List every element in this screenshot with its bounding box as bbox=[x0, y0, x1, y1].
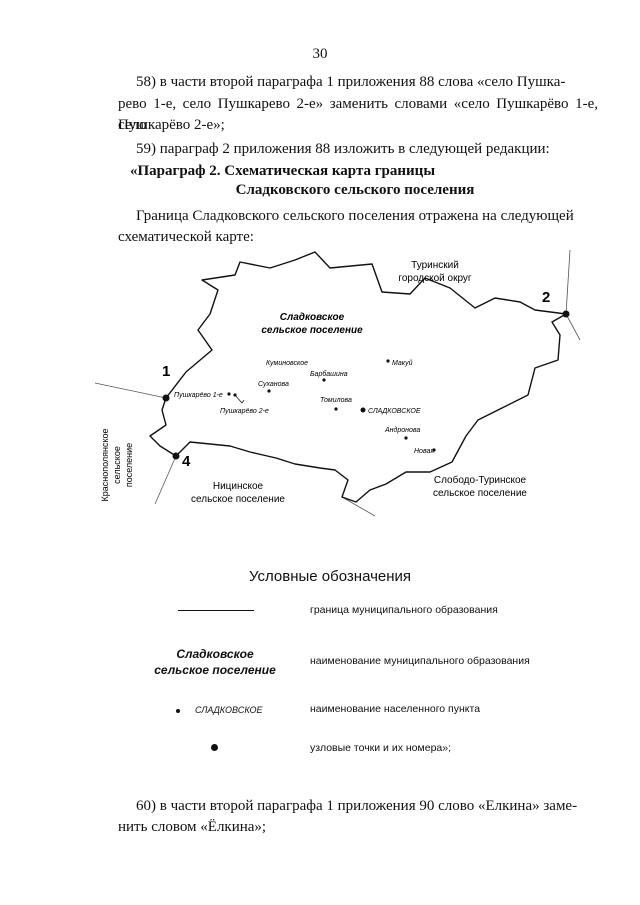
settlement-tomilova-label: Томилова bbox=[320, 397, 352, 404]
main-area-label-line2: сельское поселение bbox=[261, 325, 363, 336]
settlement-makuy-label: Макуй bbox=[392, 359, 413, 367]
section-heading-line1: «Параграф 2. Схематическая карта границы bbox=[130, 163, 436, 179]
intro-line1: Граница Сладковского сельского поселения… bbox=[136, 208, 574, 224]
paragraph-58-line2: рево 1-е, село Пушкарево 2-е» заменить с… bbox=[118, 96, 598, 133]
section-heading-line2: Сладковского сельского поселения bbox=[235, 182, 475, 198]
settlement-novaya-dot bbox=[432, 448, 436, 452]
settlement-pushkarevo2-leader bbox=[234, 394, 245, 404]
legend-title: Условные обозначения bbox=[248, 568, 412, 585]
neighbor-south-line2: сельское поселение bbox=[191, 494, 285, 505]
legend-name-sample-line2: сельское поселение bbox=[154, 663, 276, 677]
neighbor-west-line2: сельское bbox=[112, 446, 122, 484]
settlement-makuy-dot bbox=[386, 359, 390, 363]
neighbor-north-line1: Туринский bbox=[411, 260, 459, 271]
node-2-extension-line bbox=[565, 249, 571, 315]
settlement-tomilova-dot bbox=[334, 407, 338, 411]
paragraph-58-line1: 58) в части второй параграфа 1 приложени… bbox=[136, 74, 566, 90]
node-2-extension-line-2 bbox=[565, 313, 581, 341]
settlement-barbashina-label: Барбашина bbox=[310, 370, 348, 378]
neighbor-southeast-line2: сельское поселение bbox=[433, 488, 527, 499]
neighbor-west-label: Краснополянское сельское поселение bbox=[100, 428, 134, 501]
neighbor-southeast-line1: Слободо-Туринское bbox=[434, 474, 527, 486]
southeast-extension-line bbox=[341, 496, 376, 517]
settlement-sladkovskoe-label: СЛАДКОВСКОЕ bbox=[368, 408, 421, 415]
settlement-sladkovskoe-dot bbox=[360, 407, 366, 413]
neighbor-west-line1: Краснополянское bbox=[100, 428, 110, 501]
legend-border-desc: граница муниципального образования bbox=[310, 604, 498, 616]
main-area-label-line1: Сладковское bbox=[280, 312, 345, 323]
node-4-label: 4 bbox=[182, 453, 191, 470]
node-2-point bbox=[562, 310, 570, 318]
neighbor-north-line2: городской округ bbox=[398, 273, 472, 284]
legend-name-desc: наименование муниципального образования bbox=[310, 655, 530, 667]
schematic-map: 1 2 4 Сладковское сельское поселение Тур… bbox=[94, 249, 581, 517]
paragraph-58-line3: Пушкарёво 2-е»; bbox=[118, 117, 225, 133]
legend-settlement-sample: СЛАДКОВСКОЕ bbox=[195, 705, 263, 715]
settlement-andronova-dot bbox=[404, 436, 408, 440]
legend-border-sample bbox=[178, 610, 254, 611]
node-4-point bbox=[172, 452, 180, 460]
legend-settlement-dot bbox=[176, 709, 180, 713]
neighbor-south-line1: Ницинское bbox=[213, 481, 264, 492]
settlement-kuminovskoe-label: Куминовское bbox=[266, 360, 308, 367]
settlement-sukhanova-dot bbox=[267, 389, 271, 393]
page-number: 30 bbox=[312, 46, 328, 62]
settlement-boundary bbox=[149, 251, 567, 503]
settlement-sukhanova-label: Суханова bbox=[258, 381, 289, 388]
legend-node-desc: узловые точки и их номера»; bbox=[310, 742, 452, 754]
node-1-label: 1 bbox=[162, 363, 170, 380]
legend-name-sample: Сладковское сельское поселение bbox=[140, 646, 290, 678]
neighbor-west-line3: поселение bbox=[124, 443, 134, 487]
legend-name-sample-line1: Сладковское bbox=[176, 647, 254, 661]
intro-line2: схематической карте: bbox=[118, 229, 254, 245]
paragraph-60-line1: 60) в части второй параграфа 1 приложени… bbox=[136, 798, 578, 814]
node-1-extension-line bbox=[94, 382, 167, 399]
legend-node-dot bbox=[211, 744, 218, 751]
settlement-pushkarevo2-label: Пушкарёво 2-е bbox=[220, 408, 269, 415]
settlement-pushkarevo1-label: Пушкарёво 1-е bbox=[174, 392, 223, 399]
settlement-barbashina-dot bbox=[322, 378, 326, 382]
legend-settlement-desc: наименование населенного пункта bbox=[310, 703, 481, 715]
settlement-andronova-label: Андронова bbox=[384, 426, 420, 434]
node-1-point bbox=[162, 394, 170, 402]
settlement-pushkarevo1-dot bbox=[227, 392, 231, 396]
node-4-extension-line bbox=[154, 455, 177, 505]
paragraph-60-line2: нить словом «Ёлкина»; bbox=[118, 819, 267, 835]
settlement-novaya-label: Новая bbox=[414, 448, 434, 455]
paragraph-59: 59) параграф 2 приложения 88 изложить в … bbox=[136, 141, 550, 157]
node-2-label: 2 bbox=[542, 289, 550, 306]
